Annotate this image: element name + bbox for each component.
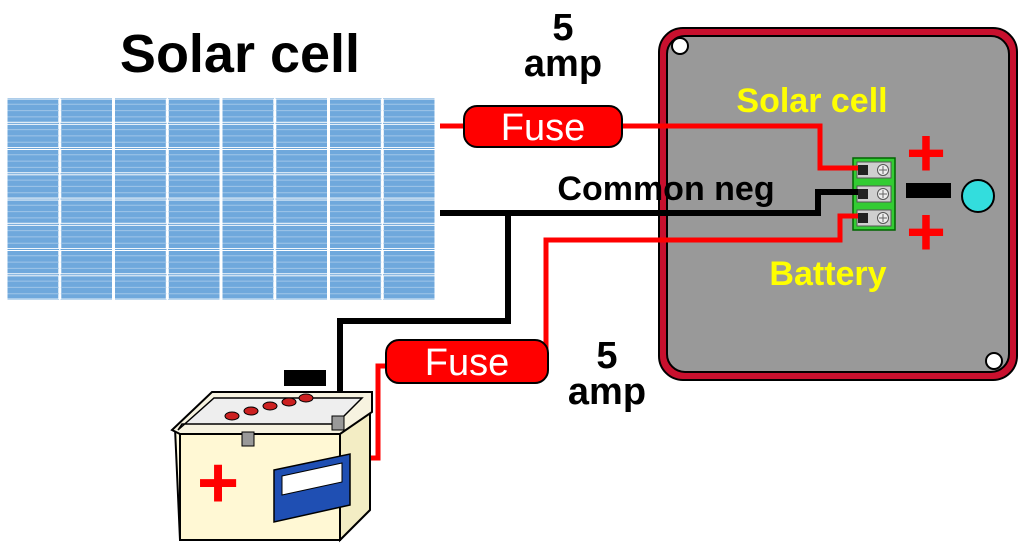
common-negative-wire-controller bbox=[508, 189, 858, 216]
charge-controller bbox=[658, 27, 1018, 381]
top-fuse-label: Fuse bbox=[501, 107, 585, 149]
top-fuse-amp-number: 5 bbox=[552, 7, 573, 49]
top-fuse-amp-unit: amp bbox=[524, 43, 602, 85]
terminal-block bbox=[852, 157, 896, 231]
solar-positive-wire bbox=[440, 123, 858, 171]
battery bbox=[170, 391, 373, 543]
battery-negative-sign bbox=[284, 370, 326, 386]
battery-positive-sign: + bbox=[197, 443, 239, 523]
bottom-fuse-amp-number: 5 bbox=[596, 335, 617, 377]
top-fuse: Fuse bbox=[463, 105, 623, 149]
battery-positive-terminal bbox=[241, 431, 255, 447]
bottom-fuse-label: Fuse bbox=[425, 342, 509, 384]
controller-battery-plus-sign: + bbox=[906, 194, 946, 270]
common-negative-wire bbox=[337, 210, 511, 428]
mount-hole-bottom-right bbox=[985, 352, 1003, 370]
mount-hole-top-left bbox=[671, 37, 689, 55]
battery-negative-terminal bbox=[331, 415, 345, 431]
bottom-fuse-amp-unit: amp bbox=[568, 371, 646, 413]
controller-battery-label: Battery bbox=[769, 255, 886, 293]
solar-panel bbox=[4, 98, 438, 300]
controller-solar-plus-sign: + bbox=[906, 115, 946, 191]
solar-cell-title: Solar cell bbox=[120, 24, 360, 84]
indicator-light bbox=[961, 179, 995, 213]
bottom-fuse: Fuse bbox=[385, 339, 549, 384]
common-neg-label: Common neg bbox=[557, 170, 774, 208]
controller-negative-sign bbox=[906, 183, 951, 198]
controller-solar-label: Solar cell bbox=[736, 82, 887, 120]
